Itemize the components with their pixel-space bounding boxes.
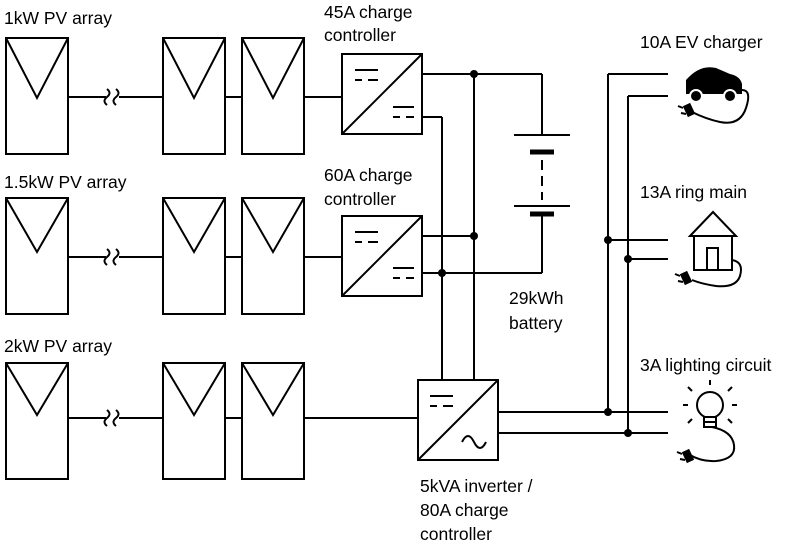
load-label-ev: 10A EV charger <box>640 32 763 52</box>
battery-icon <box>514 74 570 273</box>
controller-label-line2: controller <box>324 189 396 209</box>
lighting-circuit-load: 3A lighting circuit <box>640 355 771 464</box>
plug-icon <box>676 448 695 464</box>
solar-panel-icon <box>241 197 305 315</box>
controller-label-line1: 45A charge <box>324 2 413 22</box>
pv-array-label-3: 2kW PV array <box>4 336 112 356</box>
ev-car-icon <box>686 67 742 103</box>
controller-label-line1: 60A charge <box>324 165 413 185</box>
solar-panel-icon <box>162 197 226 315</box>
pv-array-label-1: 1kW PV array <box>4 8 112 28</box>
solar-panel-icon <box>241 37 305 155</box>
pv-array-row-3: 2kW PV array <box>4 336 418 480</box>
pv-array-label-2: 1.5kW PV array <box>4 172 127 192</box>
dc-symbol-icon <box>393 106 414 118</box>
solar-panel-icon <box>5 197 69 315</box>
dc-symbol-icon <box>430 395 453 407</box>
dc-symbol-icon <box>355 231 378 243</box>
battery-label-line2: battery <box>509 313 563 333</box>
wavy-break-icon <box>103 409 120 427</box>
plug-icon <box>677 102 696 118</box>
solar-panel-icon <box>5 362 69 480</box>
pv-array-row-1: 1kW PV array <box>4 8 342 155</box>
dc-bus <box>422 70 542 380</box>
inverter-label-line1: 5kVA inverter / <box>420 476 533 496</box>
charge-controller-45a: 45A charge controller <box>324 2 423 135</box>
load-label-lighting: 3A lighting circuit <box>640 355 771 375</box>
wavy-break-icon <box>103 88 120 106</box>
lightbulb-icon <box>683 380 737 428</box>
inverter-label-line3: controller <box>420 524 492 544</box>
sine-wave-icon <box>461 435 487 449</box>
ac-bus <box>498 73 668 437</box>
inverter-charge-controller: 5kVA inverter / 80A charge controller <box>417 379 533 544</box>
dc-symbol-icon <box>393 267 414 279</box>
solar-panel-icon <box>5 37 69 155</box>
solar-panel-icon <box>162 362 226 480</box>
ring-main-load: 13A ring main <box>640 182 747 288</box>
ev-charger-load: 10A EV charger <box>640 32 763 124</box>
dc-symbol-icon <box>355 69 378 81</box>
inverter-label-line2: 80A charge <box>420 500 509 520</box>
charge-controller-60a: 60A charge controller <box>324 165 423 297</box>
pv-array-row-2: 1.5kW PV array <box>4 172 342 315</box>
load-label-ring-main: 13A ring main <box>640 182 747 202</box>
plug-icon <box>674 270 693 286</box>
battery-label-line1: 29kWh <box>509 288 563 308</box>
controller-label-line2: controller <box>324 25 396 45</box>
house-icon <box>687 210 739 271</box>
solar-panel-icon <box>241 362 305 480</box>
wavy-break-icon <box>103 248 120 266</box>
solar-panel-icon <box>162 37 226 155</box>
